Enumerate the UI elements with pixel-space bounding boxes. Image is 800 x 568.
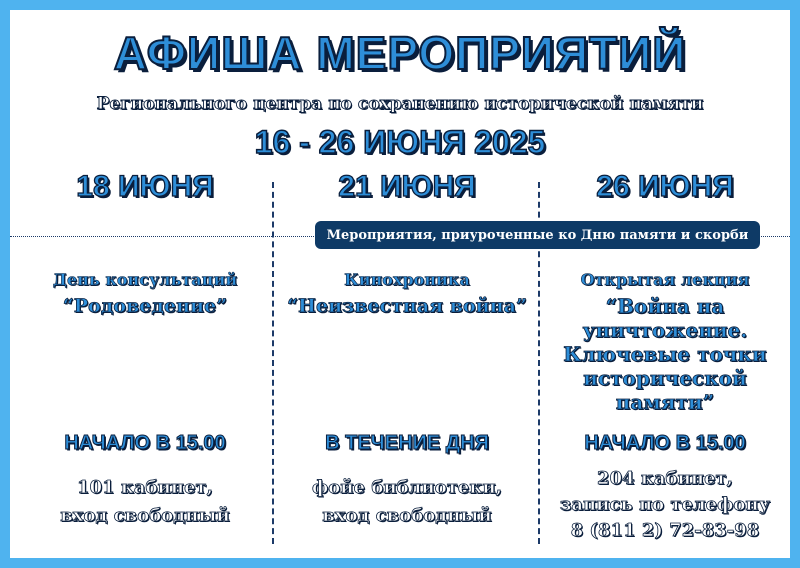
event-column-2: 21 ИЮНЯ Кинохроника “Неизвестная война” …: [278, 169, 536, 550]
memorial-day-banner-text: Мероприятия, приуроченные ко Дню памяти …: [326, 227, 749, 243]
event-title-line: “Родоведение”: [62, 295, 228, 318]
event-place-line: 204 кабинет,: [597, 468, 734, 490]
event-title-line: “Неизвестная война”: [287, 295, 528, 318]
poster-date-range: 16 - 26 ИЮНЯ 2025: [254, 123, 546, 161]
event-place: 204 кабинет, запись по телефону 8 (811 2…: [542, 466, 788, 544]
event-type: Кинохроника: [344, 270, 470, 290]
event-title: “Война на уничтожение. Ключевые точки ис…: [542, 294, 788, 415]
event-title: “Неизвестная война”: [278, 294, 536, 318]
event-title: “Родоведение”: [20, 294, 270, 318]
event-type: День консультаций: [52, 270, 238, 290]
event-place-line: запись по телефону: [559, 494, 771, 516]
event-date: 21 ИЮНЯ: [338, 169, 477, 203]
event-title-line: Ключевые точки: [563, 342, 767, 367]
event-time: НАЧАЛО В 15.00: [64, 432, 226, 455]
event-column-1: 18 ИЮНЯ День консультаций “Родоведение” …: [20, 169, 270, 550]
event-time: НАЧАЛО В 15.00: [584, 432, 746, 455]
event-place-line: вход свободный: [60, 505, 230, 527]
event-time: В ТЕЧЕНИЕ ДНЯ: [325, 432, 490, 455]
event-date: 26 ИЮНЯ: [596, 169, 735, 203]
column-divider-right: [538, 182, 540, 544]
column-divider-left: [272, 182, 274, 544]
event-date: 18 ИЮНЯ: [76, 169, 215, 203]
event-place-line: вход свободный: [322, 505, 492, 527]
event-title-line: уничтожение.: [582, 318, 748, 343]
event-place-line: фойе библиотеки,: [312, 477, 503, 499]
event-poster: АФИША МЕРОПРИЯТИЙ Регионального центра п…: [10, 10, 790, 558]
event-title-line: “Война на: [605, 294, 725, 319]
event-title-line: памяти”: [615, 390, 715, 415]
poster-subtitle: Регионального центра по сохранению истор…: [96, 94, 704, 115]
memorial-day-banner: Мероприятия, приуроченные ко Дню памяти …: [315, 221, 760, 249]
poster-title: АФИША МЕРОПРИЯТИЙ: [113, 26, 687, 80]
event-type: Открытая лекция: [580, 270, 750, 290]
event-title-line: исторической: [583, 366, 748, 391]
event-place-line: 8 (811 2) 72-83-98: [570, 520, 760, 542]
event-place: фойе библиотеки, вход свободный: [278, 474, 536, 530]
event-place: 101 кабинет, вход свободный: [20, 474, 270, 530]
event-place-line: 101 кабинет,: [77, 477, 214, 499]
event-column-3: 26 ИЮНЯ Открытая лекция “Война на уничто…: [542, 169, 788, 550]
